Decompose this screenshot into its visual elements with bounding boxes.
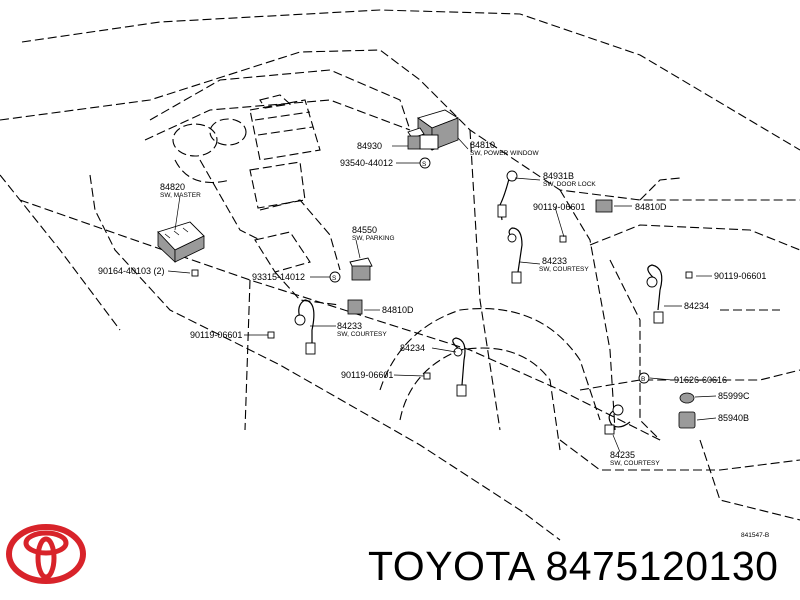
part-power-window-switch — [416, 109, 460, 151]
callout-90119-06601-c: 90119-06601 — [190, 330, 242, 340]
callout-84234-b: 84234 — [400, 343, 425, 353]
callout-84550-desc: SW, PARKING — [352, 235, 395, 242]
svg-text:S: S — [332, 275, 337, 282]
svg-text:S: S — [422, 161, 427, 168]
callout-84810-desc: SW, POWER WINDOW — [470, 150, 539, 157]
callout-84931b-desc: SW, DOOR LOCK — [543, 181, 596, 188]
callout-93540-44012: 93540-44012 — [340, 158, 393, 168]
callout-90119-06601-b: 90119-06601 — [714, 271, 766, 281]
part-master-switch — [157, 221, 205, 263]
callout-84931b: 84931B — [543, 171, 574, 181]
part-number: 8475120130 — [545, 543, 779, 589]
callout-84233-a-desc: SW, COURTESY — [539, 266, 589, 273]
dashboard-console — [144, 69, 411, 306]
svg-text:B: B — [641, 376, 645, 383]
toyota-emblem-icon — [6, 524, 86, 584]
part-85940b — [678, 411, 696, 429]
callout-84234-a: 84234 — [684, 301, 709, 311]
callout-84930: 84930 — [357, 141, 382, 151]
callout-85940b: 85940B — [718, 413, 749, 423]
callout-84820-desc: SW, MASTER — [160, 192, 201, 199]
brand-name: TOYOTA — [368, 543, 534, 589]
callout-84233-b-desc: SW, COURTESY — [337, 331, 387, 338]
callout-90119-06601-a: 90119-06601 — [533, 202, 585, 212]
callout-84235-desc: SW, COURTESY — [610, 460, 660, 467]
callout-84810d-a: 84810D — [635, 202, 667, 212]
part-courtesy-switch-front-right — [507, 227, 523, 284]
callout-85999c: 85999C — [718, 391, 750, 401]
callout-90119-06601-d: 90119-06601 — [341, 370, 393, 380]
bolt-icons — [191, 235, 693, 380]
diagram-ref-code: 841547-B — [741, 532, 769, 539]
part-84234-rear-right — [646, 264, 664, 324]
callout-84820: 84820 — [160, 182, 185, 192]
part-door-lock-switch — [497, 170, 518, 221]
callout-84810: 84810 — [470, 140, 495, 150]
part-parking-switch — [349, 257, 373, 281]
callout-91626-60616: 91626-60616 — [674, 375, 727, 385]
part-84234-rear-left — [452, 337, 467, 397]
callout-84550: 84550 — [352, 225, 377, 235]
callout-84233-a: 84233 — [542, 256, 567, 266]
part-85999c — [679, 392, 695, 404]
leader-lines — [167, 137, 717, 453]
callout-labels: 84930 84810 SW, POWER WINDOW 93540-44012… — [98, 140, 769, 539]
callout-90164-40103: 90164-40103 (2) — [98, 266, 165, 276]
callout-84233-b: 84233 — [337, 321, 362, 331]
callout-93315-14012: 93315-14012 — [252, 272, 305, 282]
part-courtesy-switch-back — [604, 404, 631, 435]
callout-84235: 84235 — [610, 450, 635, 460]
s-markers: S S B — [329, 157, 650, 384]
part-courtesy-switch-front-left — [294, 299, 316, 355]
product-caption: TOYOTA 8475120130 — [368, 543, 778, 590]
callout-84810d-b: 84810D — [382, 305, 414, 315]
part-84810d-right — [595, 199, 613, 213]
part-84810d-center — [347, 299, 363, 315]
part-84930-switch — [407, 127, 425, 150]
